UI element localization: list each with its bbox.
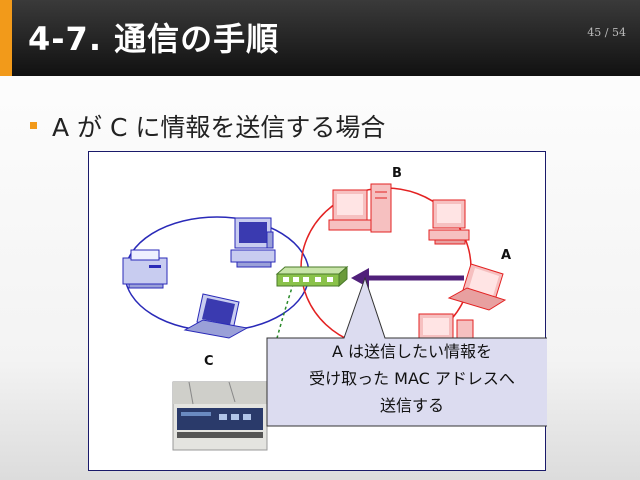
desktop-computer-b-icon <box>328 183 392 233</box>
dotted-link <box>266 277 296 381</box>
node-label-c: C <box>204 354 214 369</box>
diagram-canvas <box>122 183 547 451</box>
title-accent-bar <box>0 0 12 76</box>
bullet-text: A が C に情報を送信する場合 <box>52 113 386 142</box>
node-label-a: A <box>501 248 512 263</box>
slide-title: 4-7. 通信の手順 <box>28 20 280 58</box>
node-label-b: B <box>392 166 402 181</box>
page-counter: 45 / 54 <box>587 26 626 39</box>
network-diagram: B A C A は送信したい情報を 受け取った MAC アドレスへ 送信する <box>88 151 547 471</box>
laptop-computer-icon <box>183 293 249 339</box>
desktop-computer-icon <box>230 217 276 268</box>
network-device-photo <box>172 381 268 451</box>
callout-line-2: 受け取った MAC アドレスへ <box>309 369 515 388</box>
callout-line-3: 送信する <box>379 396 444 415</box>
desktop-computer-icon <box>418 313 474 351</box>
callout-line-1: A は送信したい情報を <box>331 342 493 361</box>
printer-icon <box>122 249 168 289</box>
laptop-computer-a-icon <box>447 263 507 311</box>
switch-icon <box>275 265 349 288</box>
callout-balloon <box>266 276 547 427</box>
desktop-computer-icon <box>428 199 470 245</box>
callout-text: A は送信したい情報を 受け取った MAC アドレスへ 送信する <box>269 338 555 419</box>
title-bar: 4-7. 通信の手順 45 / 54 <box>0 0 640 76</box>
bullet-marker <box>30 122 37 129</box>
